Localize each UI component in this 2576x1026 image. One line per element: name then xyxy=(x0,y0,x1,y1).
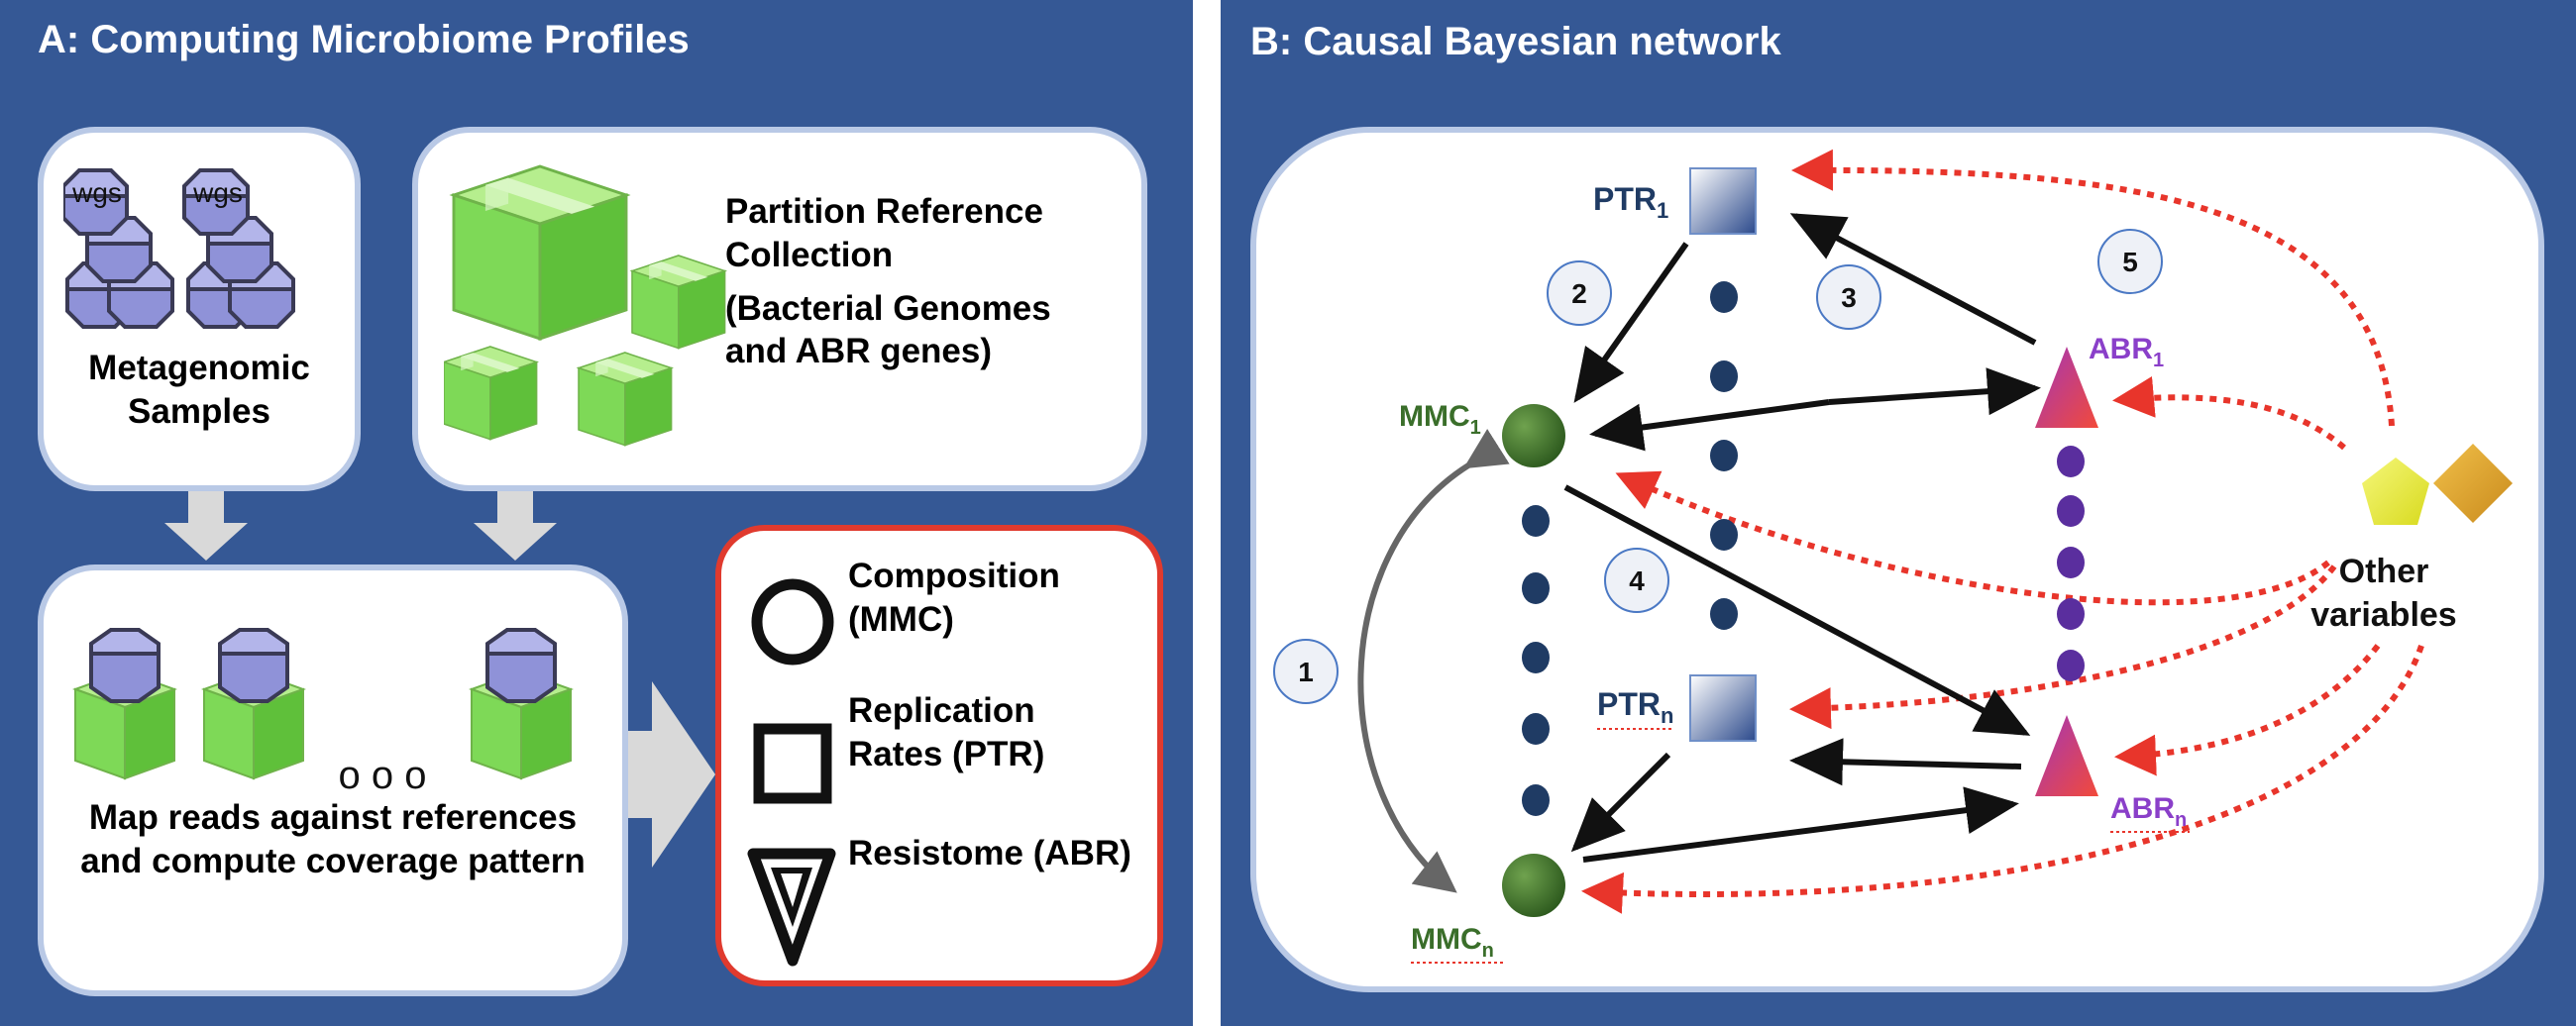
ellipsis-dots: o o o xyxy=(339,754,427,797)
edge-other-to-abr1 xyxy=(2112,375,2346,451)
reference-label: Partition Reference Collection (Bacteria… xyxy=(725,190,1051,373)
wgs-tag: wgs xyxy=(192,177,243,208)
samples-label-line1: Metagenomic xyxy=(88,349,310,387)
mmc-ellipsis-dots xyxy=(1522,505,1550,816)
legend-composition-line1: Composition xyxy=(848,557,1060,595)
edge-other-to-mmcn xyxy=(1581,645,2424,914)
square-icon xyxy=(753,723,832,804)
panel-b-title: B: Causal Bayesian network xyxy=(1250,20,1781,63)
edge-mmcn-abrn xyxy=(1582,786,2019,863)
edge-other-to-abrn xyxy=(2114,644,2381,776)
edge-number-3: 3 xyxy=(1841,282,1857,313)
edge-number-5: 5 xyxy=(2122,247,2138,277)
ptr1-label: PTR1 xyxy=(1593,181,1668,223)
reference-line2: Collection xyxy=(725,235,894,274)
edge-number-markers xyxy=(1273,229,2163,704)
triangle-icon xyxy=(747,848,836,967)
abr1-label: ABR1 xyxy=(2089,333,2164,371)
edge-ptrn-mmcn xyxy=(1570,752,1671,853)
edge-mmc1-abrn xyxy=(1563,484,2031,736)
abrn-label: ABRn xyxy=(2110,792,2187,831)
edge-ptr1-mmc1 xyxy=(1573,242,1689,403)
reference-line4: and ABR genes) xyxy=(725,332,993,371)
edge-mmc1-mmcn xyxy=(1357,428,1510,893)
legend-replication-line1: Replication xyxy=(848,691,1035,730)
ptrn-label: PTRn xyxy=(1597,686,1673,728)
mapping-line2: and compute coverage pattern xyxy=(80,841,586,880)
pentagon-icon xyxy=(2362,458,2429,525)
circle-icon xyxy=(751,578,834,666)
mmcn-label: MMCn xyxy=(1411,923,1494,962)
abrn-node xyxy=(2035,715,2098,796)
edge-number-4: 4 xyxy=(1629,565,1645,596)
reference-line3: (Bacterial Genomes xyxy=(725,288,1051,328)
ptr1-node xyxy=(1689,167,1757,235)
abr1-node xyxy=(2035,347,2098,428)
abr-ellipsis-dots xyxy=(2057,446,2085,681)
edge-mmc1-abr1-a xyxy=(1828,367,2041,416)
wgs-tag: wgs xyxy=(71,177,122,208)
samples-box: wgs wgs Metagenomic Samples xyxy=(38,127,361,491)
legend-resistome: Resistome (ABR) xyxy=(848,834,1131,872)
mmc1-node xyxy=(1502,404,1565,467)
mmcn-node xyxy=(1502,854,1565,917)
other-variables-edges xyxy=(1581,149,2424,914)
legend-replication: Replication Rates (PTR) xyxy=(848,689,1044,776)
edge-number-1: 1 xyxy=(1298,657,1314,687)
samples-label-line2: Samples xyxy=(128,391,270,431)
other-variables-label-1: Other xyxy=(2339,553,2429,590)
edge-abrn-ptrn xyxy=(1789,738,2022,786)
legend-composition-line2: (MMC) xyxy=(848,599,954,639)
legend-icons xyxy=(747,578,836,967)
edge-other-to-ptrn xyxy=(1789,564,2337,730)
mapping-label: Map reads against references and compute… xyxy=(44,796,622,883)
edge-number-2: 2 xyxy=(1571,278,1587,309)
reference-line1: Partition Reference xyxy=(725,192,1043,231)
panel-a: A: Computing Microbiome Profiles wgs wgs… xyxy=(0,0,1193,1026)
reference-box: Partition Reference Collection (Bacteria… xyxy=(412,127,1147,491)
diamond-icon xyxy=(2433,444,2513,523)
ptrn-node xyxy=(1689,674,1757,742)
mapping-box: o o o Map reads against references and c… xyxy=(38,564,628,996)
legend-box: Composition (MMC) Replication Rates (PTR… xyxy=(715,525,1163,986)
mapping-line1: Map reads against references xyxy=(88,798,578,837)
mmc1-label: MMC1 xyxy=(1399,400,1481,439)
edge-abr1-ptr1 xyxy=(1789,213,2037,346)
legend-composition: Composition (MMC) xyxy=(848,555,1060,642)
legend-replication-line2: Rates (PTR) xyxy=(848,734,1045,773)
wgs-sample-stack: wgs wgs xyxy=(63,168,295,329)
samples-label: Metagenomic Samples xyxy=(44,347,355,434)
other-variables-label-2: variables xyxy=(2310,596,2456,634)
edge-other-to-ptr1 xyxy=(1791,149,2395,427)
ptr-ellipsis-dots xyxy=(1710,281,1738,630)
mapped-samples-icons: o o o xyxy=(73,628,573,797)
panel-a-title: A: Computing Microbiome Profiles xyxy=(38,18,690,61)
edge-mmc1-abr1-b xyxy=(1589,399,1830,452)
